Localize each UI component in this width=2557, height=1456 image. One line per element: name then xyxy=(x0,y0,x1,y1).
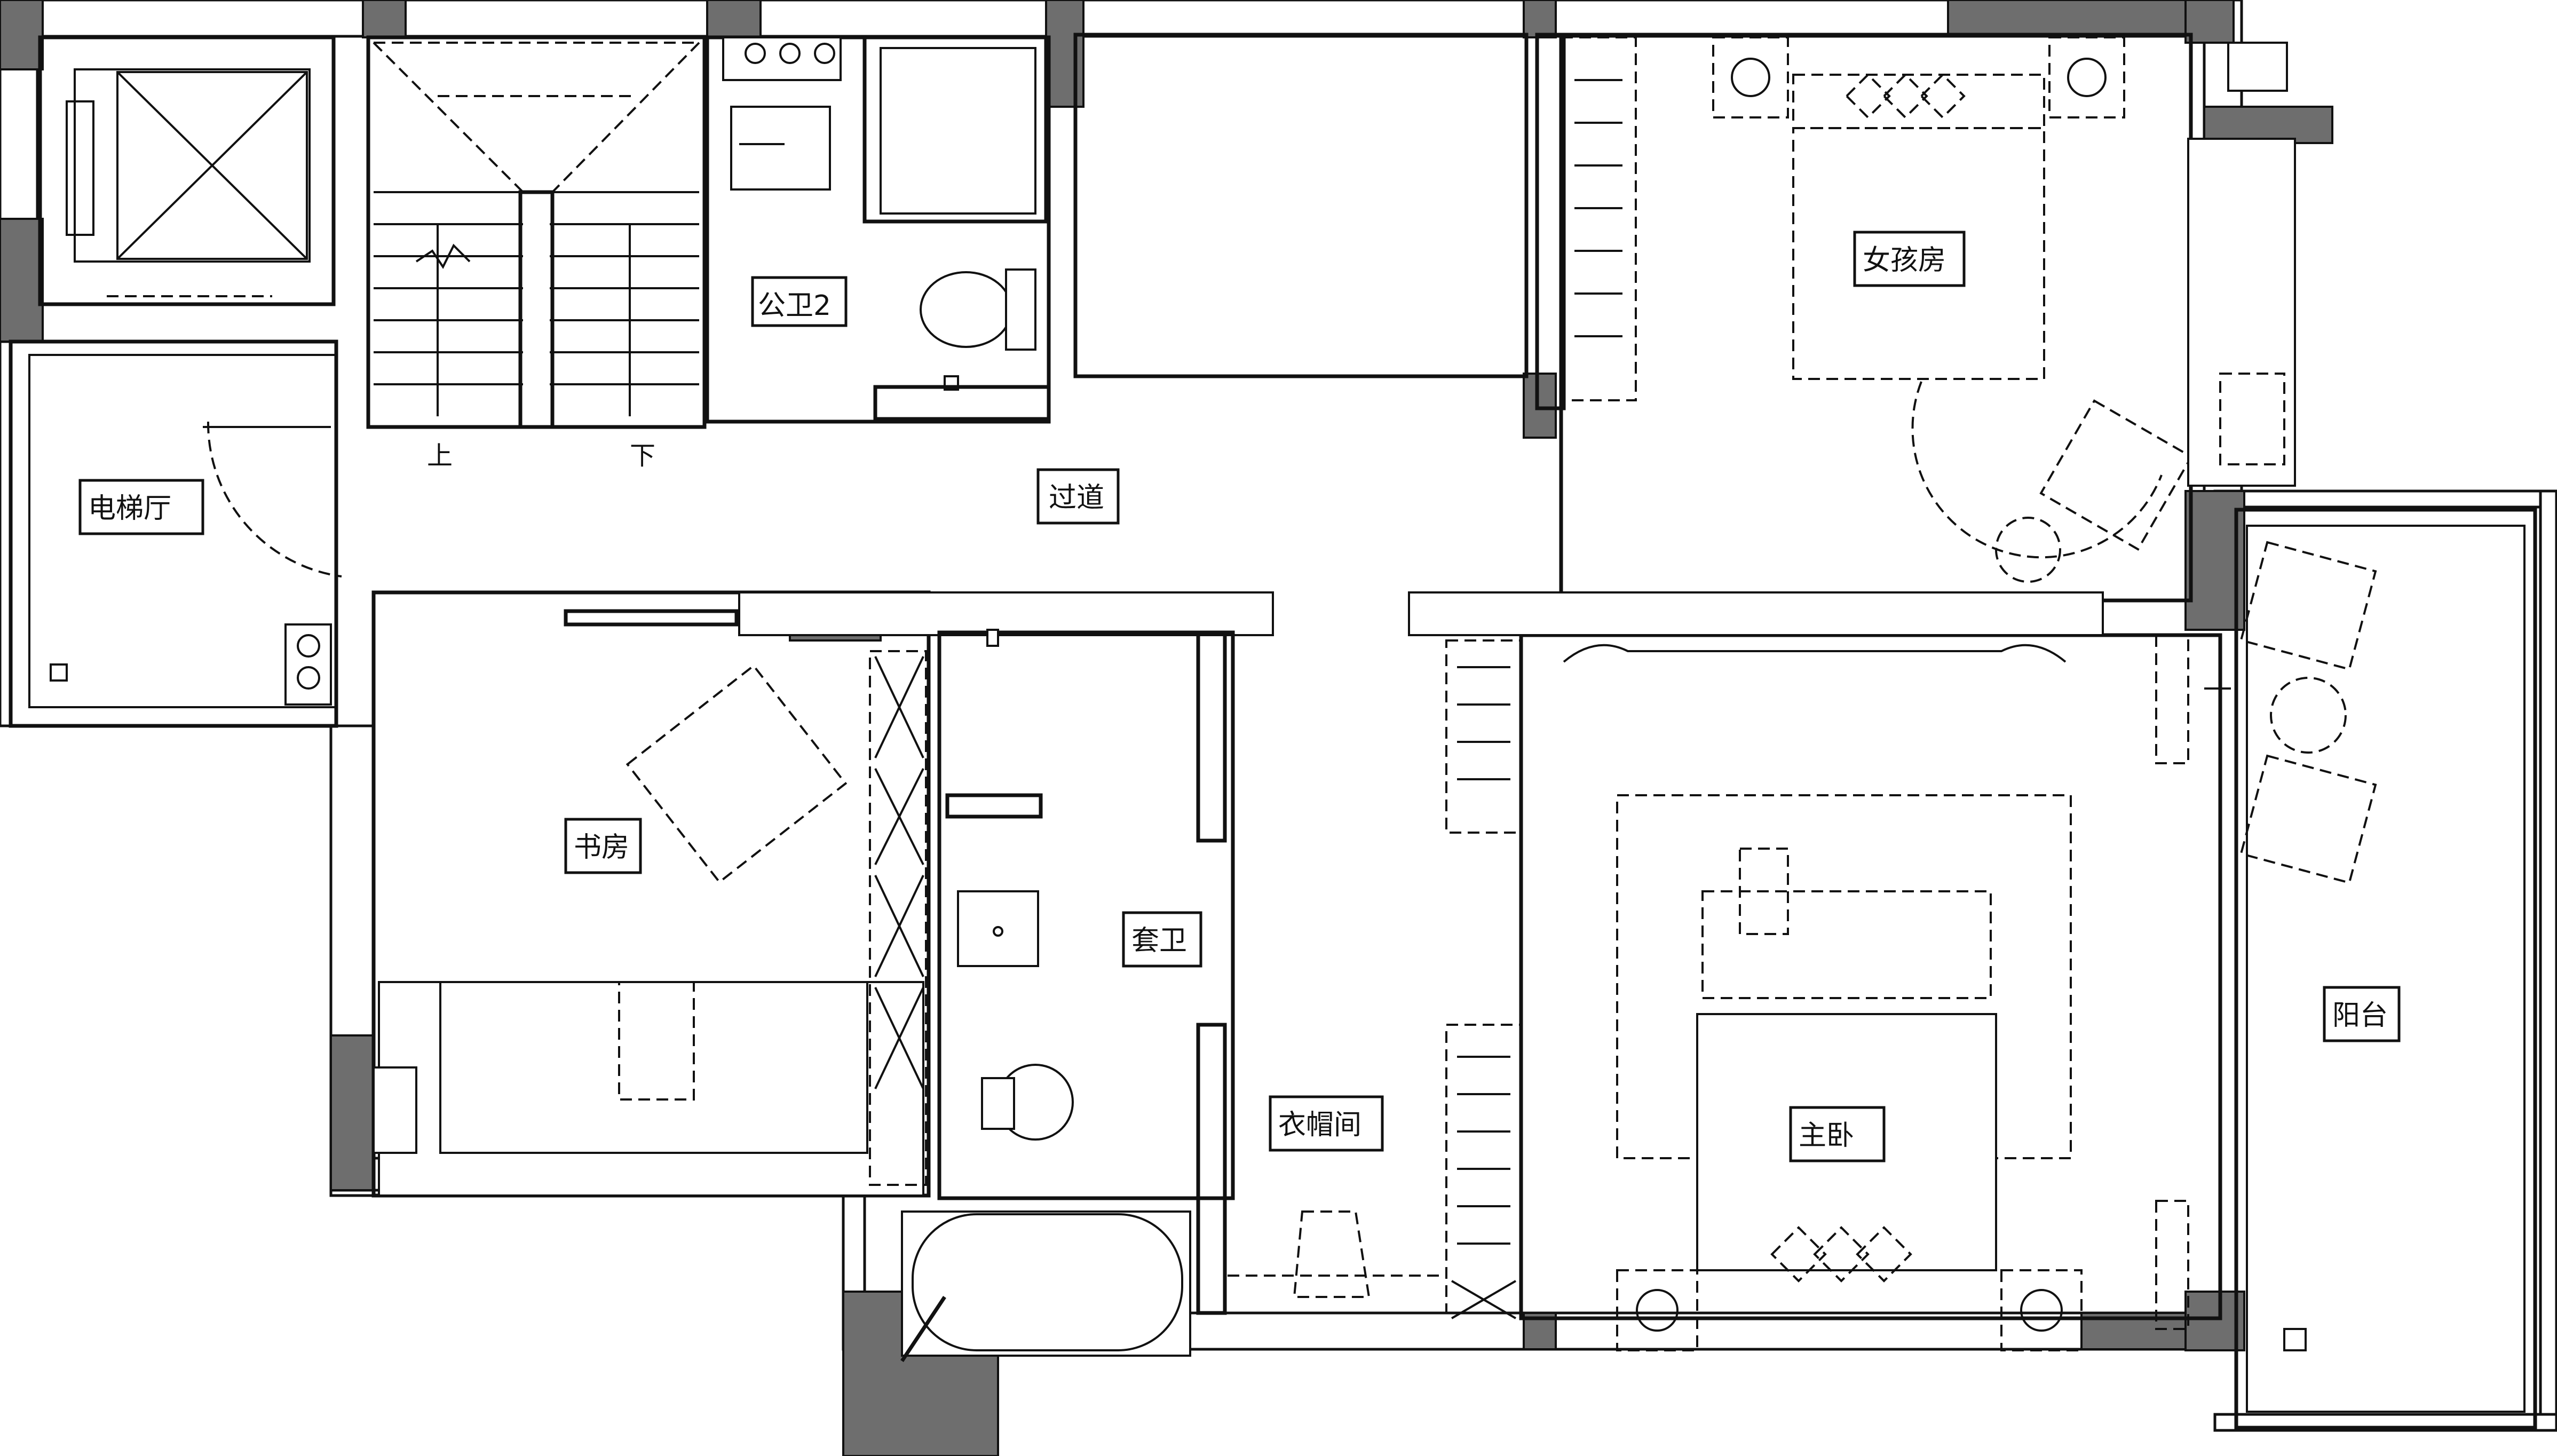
girl-room-label-box xyxy=(1853,231,1966,287)
public-bathroom-area xyxy=(705,35,1051,424)
ensuite-bath-label: 套卫 xyxy=(1131,925,1187,957)
balcony-label-box xyxy=(2323,986,2401,1042)
balcony-label: 阳台 xyxy=(2332,1000,2388,1032)
balcony-area xyxy=(2204,508,2537,1430)
elevator-shaft xyxy=(38,35,336,306)
master-bedroom-area xyxy=(1408,591,2222,1351)
top-center-void xyxy=(1073,33,1566,410)
girl-room-label: 女孩房 xyxy=(1863,244,1946,276)
cloakroom-label: 衣帽间 xyxy=(1278,1109,1361,1141)
public-bath-label-box xyxy=(751,276,848,327)
staircase xyxy=(366,35,707,429)
elevator-hall-label: 电梯厅 xyxy=(88,493,171,525)
cloakroom-area xyxy=(1196,639,1522,1319)
corridor-label-box xyxy=(1036,468,1120,525)
ensuite-bath-label-box xyxy=(1122,911,1202,968)
stairs-down-label: 下 xyxy=(630,441,655,471)
public-bath-label: 公卫2 xyxy=(758,290,831,322)
master-bedroom-label: 主卧 xyxy=(1799,1120,1854,1152)
ensuite-bath-area xyxy=(900,629,1235,1362)
study-area xyxy=(371,590,1274,1198)
master-bedroom-label-box xyxy=(1789,1106,1886,1162)
study-label: 书房 xyxy=(574,832,629,864)
study-label-box xyxy=(564,818,642,874)
stairs-up-label: 上 xyxy=(427,441,453,471)
cloakroom-label-box xyxy=(1269,1095,1384,1152)
elevator-hall-label-box xyxy=(78,479,204,535)
elevator-hall-area xyxy=(9,339,342,728)
corridor-label: 过道 xyxy=(1049,482,1104,514)
